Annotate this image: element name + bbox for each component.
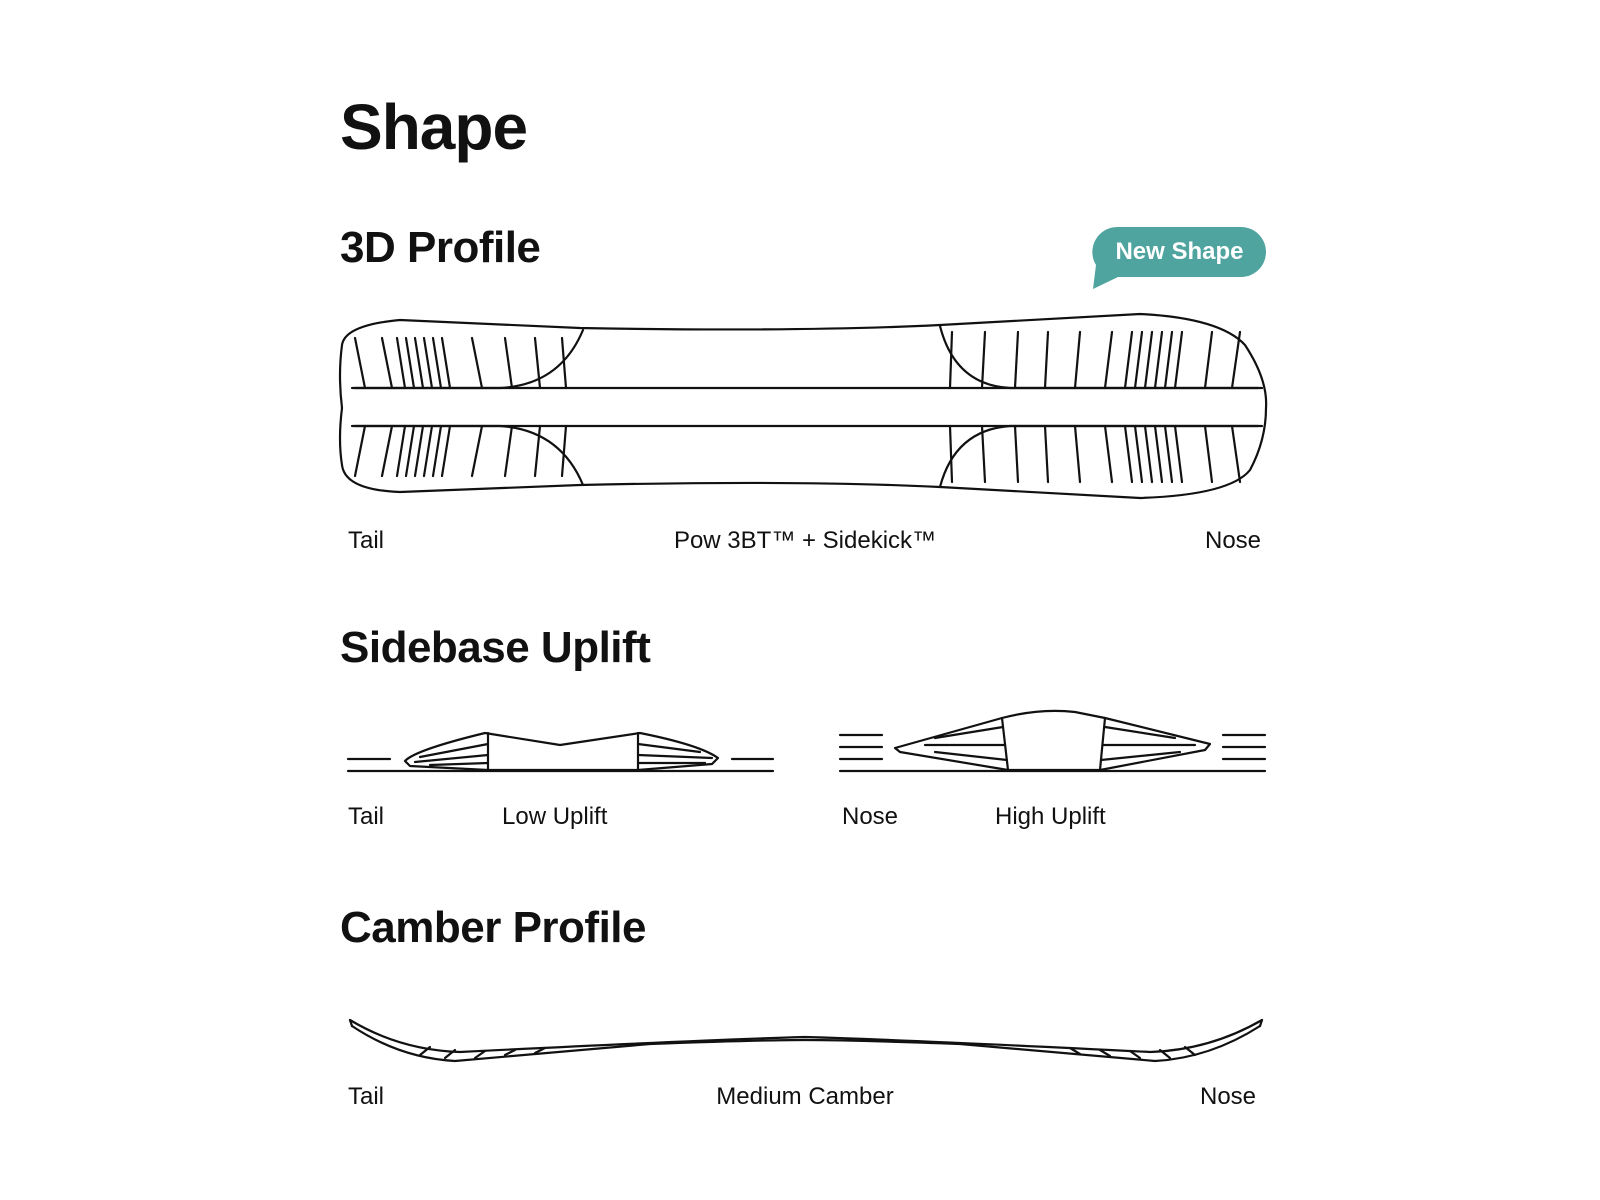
hatch-line	[1103, 424, 1114, 484]
high-uplift-board	[893, 709, 1212, 772]
hatch-line	[1153, 330, 1164, 390]
nose-pad-top	[938, 324, 1260, 390]
hatch-line	[560, 424, 568, 478]
new-shape-badge-label: New Shape	[1115, 238, 1244, 265]
hatch-line	[353, 336, 367, 390]
label-high-uplift: High Uplift	[995, 803, 1106, 830]
hatch-line	[1203, 330, 1214, 390]
low-uplift-board	[403, 731, 720, 772]
hatch-line	[1203, 424, 1214, 484]
hatch-line	[980, 330, 987, 390]
section-heading-camber-profile: Camber Profile	[340, 903, 646, 952]
hatch-line	[431, 424, 443, 478]
label-camber-type: Medium Camber	[716, 1083, 894, 1110]
hatch-line	[980, 424, 987, 484]
tail-pad-bottom	[353, 424, 585, 487]
hatch-line	[440, 336, 452, 390]
hatch-line	[1123, 424, 1134, 484]
hatch-line	[1073, 424, 1082, 484]
hatch-line	[533, 336, 542, 390]
hatch-line	[380, 336, 394, 390]
hatch-line	[1013, 424, 1020, 484]
label-3d-nose: Nose	[1205, 527, 1262, 554]
camber-board-bottom	[350, 1024, 1262, 1063]
hatch-line	[1123, 330, 1134, 390]
board-outline	[338, 312, 1268, 500]
hatch-line	[1143, 424, 1154, 484]
hatch-line	[1230, 424, 1242, 484]
hatch-line	[948, 424, 954, 484]
hatch-line	[503, 424, 514, 478]
hatch-line	[422, 336, 434, 390]
hatch-line	[1043, 330, 1050, 390]
hatch-line	[1143, 330, 1154, 390]
hatch-line	[1013, 330, 1020, 390]
hatch-line	[1163, 424, 1174, 484]
label-camber-nose: Nose	[1200, 1083, 1257, 1110]
hatch-line	[1163, 330, 1174, 390]
camber-board-top	[348, 1018, 1264, 1054]
hatch-line	[404, 424, 416, 478]
label-3d-tail: Tail	[348, 527, 385, 554]
hatch-line	[470, 424, 484, 478]
hatch-line	[353, 424, 367, 478]
new-shape-badge: New Shape	[1092, 226, 1266, 289]
label-low-uplift: Low Uplift	[502, 803, 608, 830]
hatch-line	[1133, 424, 1144, 484]
hatch-line	[560, 336, 568, 390]
section-heading-3d-profile: 3D Profile	[340, 223, 541, 272]
hatch-line	[1173, 330, 1184, 390]
label-uplift-tail: Tail	[348, 803, 385, 830]
hatch-line	[380, 424, 394, 478]
label-uplift-nose: Nose	[842, 803, 899, 830]
hatch-line	[395, 424, 407, 478]
hatch-line	[1043, 424, 1050, 484]
hatch-line	[948, 330, 954, 390]
nose-pad-bottom	[938, 424, 1260, 489]
hatch-line	[1133, 330, 1144, 390]
hatch-line	[440, 424, 452, 478]
label-camber-tail: Tail	[348, 1083, 385, 1110]
hatch-line	[1153, 424, 1164, 484]
label-3d-profile-type: Pow 3BT™ + Sidekick™	[673, 527, 937, 554]
section-heading-sidebase-uplift: Sidebase Uplift	[340, 623, 651, 672]
hatch-line	[1103, 330, 1114, 390]
hatch-line	[533, 424, 542, 478]
hatch-line	[470, 336, 484, 390]
speech-bubble-icon	[1092, 226, 1266, 289]
hatch-line	[431, 336, 443, 390]
hatch-line	[404, 336, 416, 390]
hatch-line	[413, 424, 425, 478]
hatch-line	[1073, 330, 1082, 390]
hatch-line	[503, 336, 514, 390]
tail-pad-top	[353, 328, 585, 390]
hatch-line	[395, 336, 407, 390]
hatch-line	[1173, 424, 1184, 484]
page-title: Shape	[340, 91, 528, 163]
hatch-line	[413, 336, 425, 390]
hatch-line	[1230, 330, 1242, 390]
hatch-line	[422, 424, 434, 478]
